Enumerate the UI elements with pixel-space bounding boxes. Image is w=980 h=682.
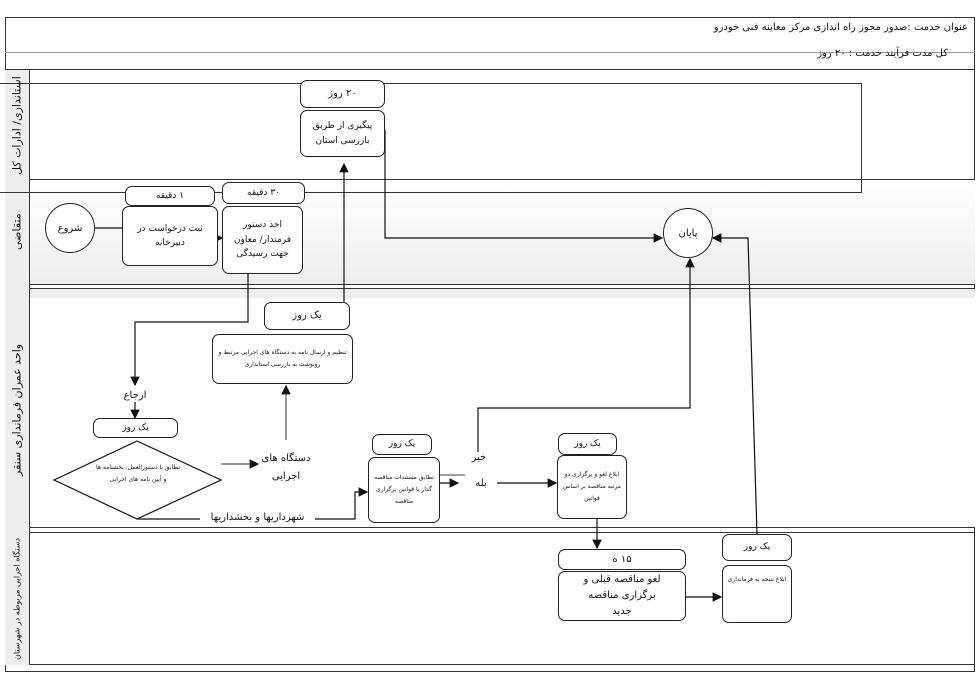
connector [711,233,758,535]
end-node: پایان [663,208,713,258]
check-duration: یک روز [93,418,178,438]
check-decision: تطابق با دستورالعمل، بخشنامه ها و آیین ن… [95,464,181,483]
start-node: شروع [45,203,95,253]
inspect-task: پیگیری از طریق بازرسی استان [300,110,385,157]
lane-header-column [5,70,30,665]
tender-check-task: تطابق مستندات مناقصه گذار با قوانین برگز… [368,457,440,523]
service-title: عنوان خدمت :صدور مجوز راه اندازی مرکز مع… [713,22,968,33]
connector [130,274,249,387]
notify-result-duration: یک روز [722,534,792,561]
header-divider [5,69,975,70]
lane-province [5,70,975,180]
overlay-rect [0,83,862,193]
tender-check-duration: یک روز [372,434,432,455]
refer-label: ارجاع [115,390,155,401]
register-task: ثبت درخواست در دبیرخانه [122,206,218,266]
letter-task: تنظیم و ارسال نامه به دستگاه های اجرایی … [212,334,353,384]
title-divider [5,52,975,53]
no-label: خیر [468,452,490,463]
total-duration: کل مدت فرآیند خدمت : ۲۰ روز [817,48,948,59]
notify-cancel-duration: یک روز [558,433,617,455]
connector [477,257,695,458]
notify-result-task: ابلاغ نتیجه به فرمانداری [722,565,792,623]
new-tender-duration: ۱۵ ه [558,549,686,570]
new-tender-task: لغو مناقصه قبلی و برگزاری مناقصه جدید [558,571,686,621]
exec-agencies-label: دستگاه های اجرایی [261,453,311,482]
order-task: اخذ دستور فرمندار/ معاون جهت رسیدگی [222,206,303,274]
notify-cancel-task: ابلاغ لغو و برگزاری دو مرتبه مناقصه بر ا… [557,455,627,519]
municipalities-label: شهرداریها و بخشداریها [200,512,315,523]
connector [384,130,664,243]
register-duration: ۱ دقیقه [125,186,215,206]
yes-label: بله [468,478,494,489]
lane-agency [5,532,975,665]
decision-diamond [52,440,223,520]
letter-duration: یک روز [264,302,350,330]
inspect-duration: ۲۰ روز [300,80,385,108]
order-duration: ۳۰ دقیقه [222,182,305,204]
connector [137,492,367,520]
